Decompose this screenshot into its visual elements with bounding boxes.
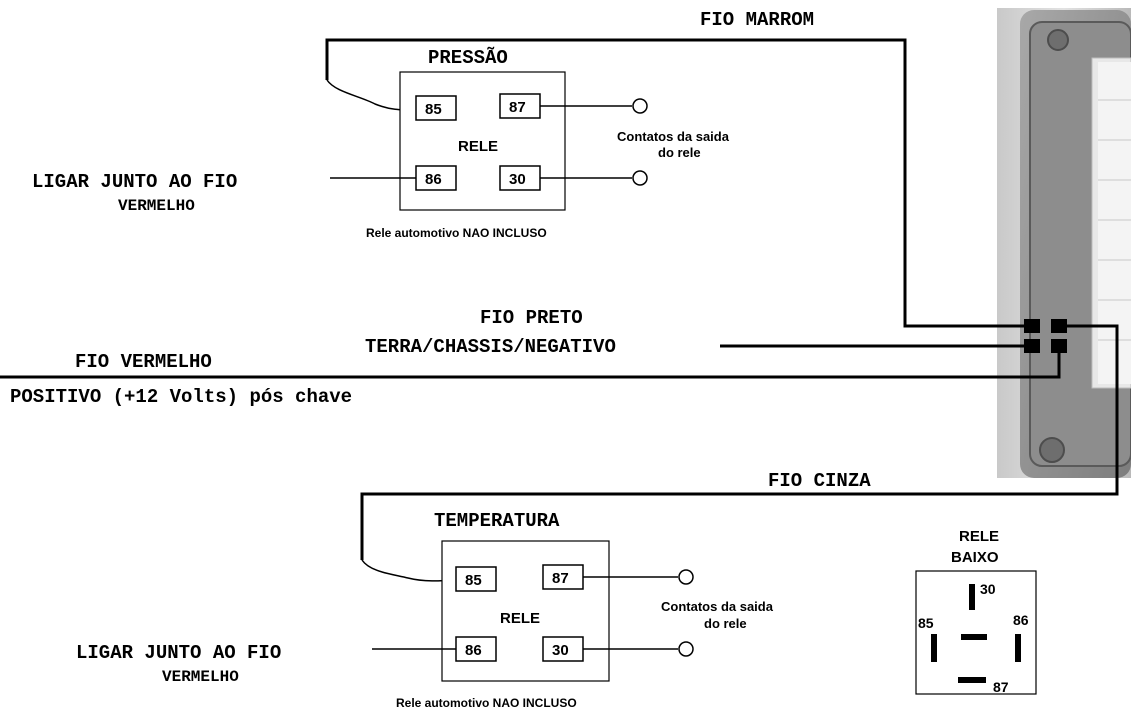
output-terminal-icon (678, 569, 694, 585)
pin-label-87: 87 (552, 570, 569, 587)
relay-pressure-pin-30 (499, 165, 541, 191)
relay-temperature-pin-30 (542, 636, 584, 662)
black-wire-label: FIO PRETO (480, 307, 583, 329)
black-wire-sublabel: TERRA/CHASSIS/NEGATIVO (365, 336, 616, 358)
relay-pressure-title: PRESSÃO (428, 47, 508, 69)
relay-pressure-pin-86 (415, 165, 457, 191)
relay-pressure-connect-2: VERMELHO (118, 197, 195, 215)
pin-label-86: 86 (465, 642, 482, 659)
relay-temperature-outputs: Contatos da saida (661, 599, 774, 614)
connector-block (1091, 57, 1131, 389)
pin-85-blade (931, 634, 937, 662)
screw-icon (1039, 437, 1065, 463)
pinout-label-87: 87 (993, 679, 1009, 695)
relay-temperature-note: Rele automotivo NAO INCLUSO (396, 696, 577, 710)
output-terminal-icon (678, 641, 694, 657)
brown-wire-label: FIO MARROM (700, 9, 814, 31)
pin-30-blade (969, 584, 975, 610)
relay-pressure-connect: LIGAR JUNTO AO FIO (32, 171, 237, 193)
gray-wire (360, 324, 1119, 560)
relay-temperature: TEMPERATURA RELE 85 87 86 30 Contatos da… (76, 510, 774, 710)
pin-label-87: 87 (509, 99, 526, 116)
relay-temperature-title: TEMPERATURA (434, 510, 560, 532)
pin-label-85: 85 (425, 101, 442, 118)
output-terminal-icon (632, 170, 648, 186)
gray-wire-label: FIO CINZA (768, 470, 871, 492)
relay-temperature-pin-85 (455, 566, 497, 592)
screw-icon (1047, 29, 1069, 51)
relay-pinout-title: RELE (959, 528, 999, 545)
relay-pressure-note: Rele automotivo NAO INCLUSO (366, 226, 547, 240)
relay-pressure-name: RELE (458, 138, 498, 155)
relay-temperature-connect-2: VERMELHO (162, 668, 239, 686)
pin-label-30: 30 (509, 171, 526, 188)
module-device (997, 8, 1131, 478)
pin-86-blade (1015, 634, 1021, 662)
red-wire-label: FIO VERMELHO (75, 351, 212, 373)
pinout-label-30: 30 (980, 581, 996, 597)
relay-temperature-pin-87 (542, 564, 584, 590)
brown-wire (325, 38, 1024, 328)
relay-pressure-outputs-2: do rele (658, 145, 701, 160)
output-terminal-icon (632, 98, 648, 114)
pin-label-86: 86 (425, 171, 442, 188)
pinout-label-85: 85 (918, 615, 934, 631)
relay-temperature-outputs-2: do rele (704, 616, 747, 631)
relay-pressure-pin-85 (415, 95, 457, 121)
relay-temperature-connect: LIGAR JUNTO AO FIO (76, 642, 281, 664)
red-wire-sublabel: POSITIVO (+12 Volts) pós chave (10, 386, 352, 408)
relay-pinout: RELE BAIXO 30 85 86 87 (915, 528, 1037, 695)
relay-temperature-name: RELE (500, 610, 540, 627)
pin-label-30: 30 (552, 642, 569, 659)
relay-pressure-outputs: Contatos da saida (617, 129, 730, 144)
relay-pinout-body (915, 570, 1037, 695)
relay-pinout-subtitle: BAIXO (951, 549, 999, 566)
pin-label-85: 85 (465, 572, 482, 589)
connector-pins (1024, 319, 1067, 353)
relay-temperature-pin-86 (455, 636, 497, 662)
pin-87-blade (958, 677, 986, 683)
red-wire (0, 353, 1061, 379)
pin-center-blade (961, 634, 987, 640)
relay-pressure: PRESSÃO RELE 85 87 86 30 Contatos da sai… (32, 47, 730, 240)
pinout-label-86: 86 (1013, 612, 1029, 628)
